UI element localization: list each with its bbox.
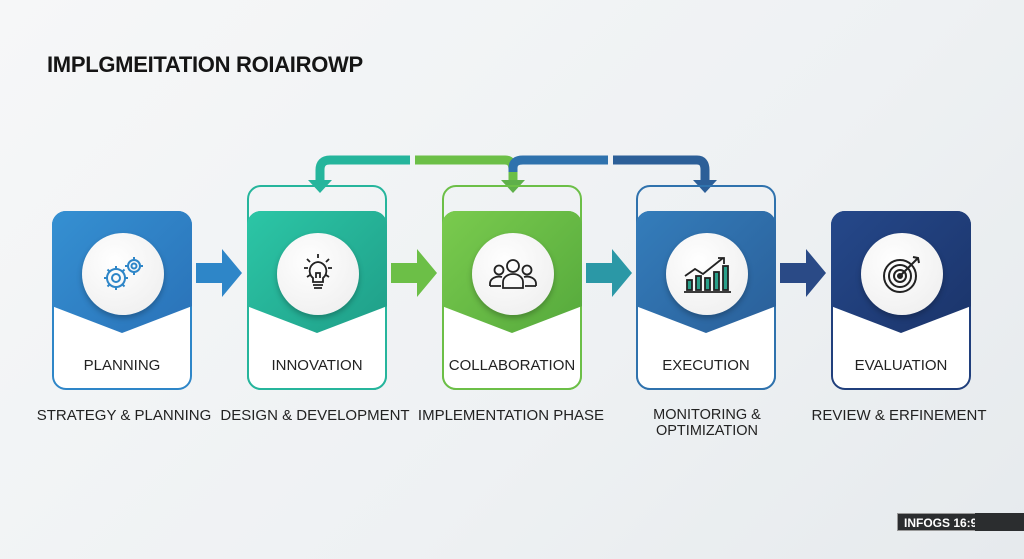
step-subtitle: MONITORING & OPTIMIZATION [653,407,761,439]
step-label: PLANNING [83,357,161,374]
bar-chart-icon [666,233,748,315]
step-subtitle: STRATEGY & PLANNING [36,407,212,424]
step-subtitle: IMPLEMENTATION PHASE [417,407,605,424]
format-badge: INFOGS 16:9 [897,513,985,531]
gears-icon [82,233,164,315]
step-card-evaluation: EVALUATION [831,211,971,390]
arrow-right-icon [780,249,826,297]
step-subtitle: REVIEW & ERFINEMENT [811,407,987,424]
step-card-collaboration: COLLABORATION [442,211,582,390]
step-label: INNOVATION [271,357,363,374]
step-card-planning: PLANNING [52,211,192,390]
step-label: EXECUTION [662,357,750,374]
arrow-right-icon [586,249,632,297]
step-label: EVALUATION [854,357,948,374]
step-label: COLLABORATION [448,357,576,374]
target-icon [861,233,943,315]
badge-bar [975,513,1024,531]
step-card-innovation: INNOVATION [247,211,387,390]
step-subtitle: DESIGN & DEVELOPMENT [220,407,410,424]
page-title: IMPLGMEITATION ROIAIROWP [47,52,363,77]
lightbulb-icon [277,233,359,315]
step-card-execution: EXECUTION [636,211,776,390]
arrow-right-icon [391,249,437,297]
team-icon [472,233,554,315]
arrow-right-icon [196,249,242,297]
